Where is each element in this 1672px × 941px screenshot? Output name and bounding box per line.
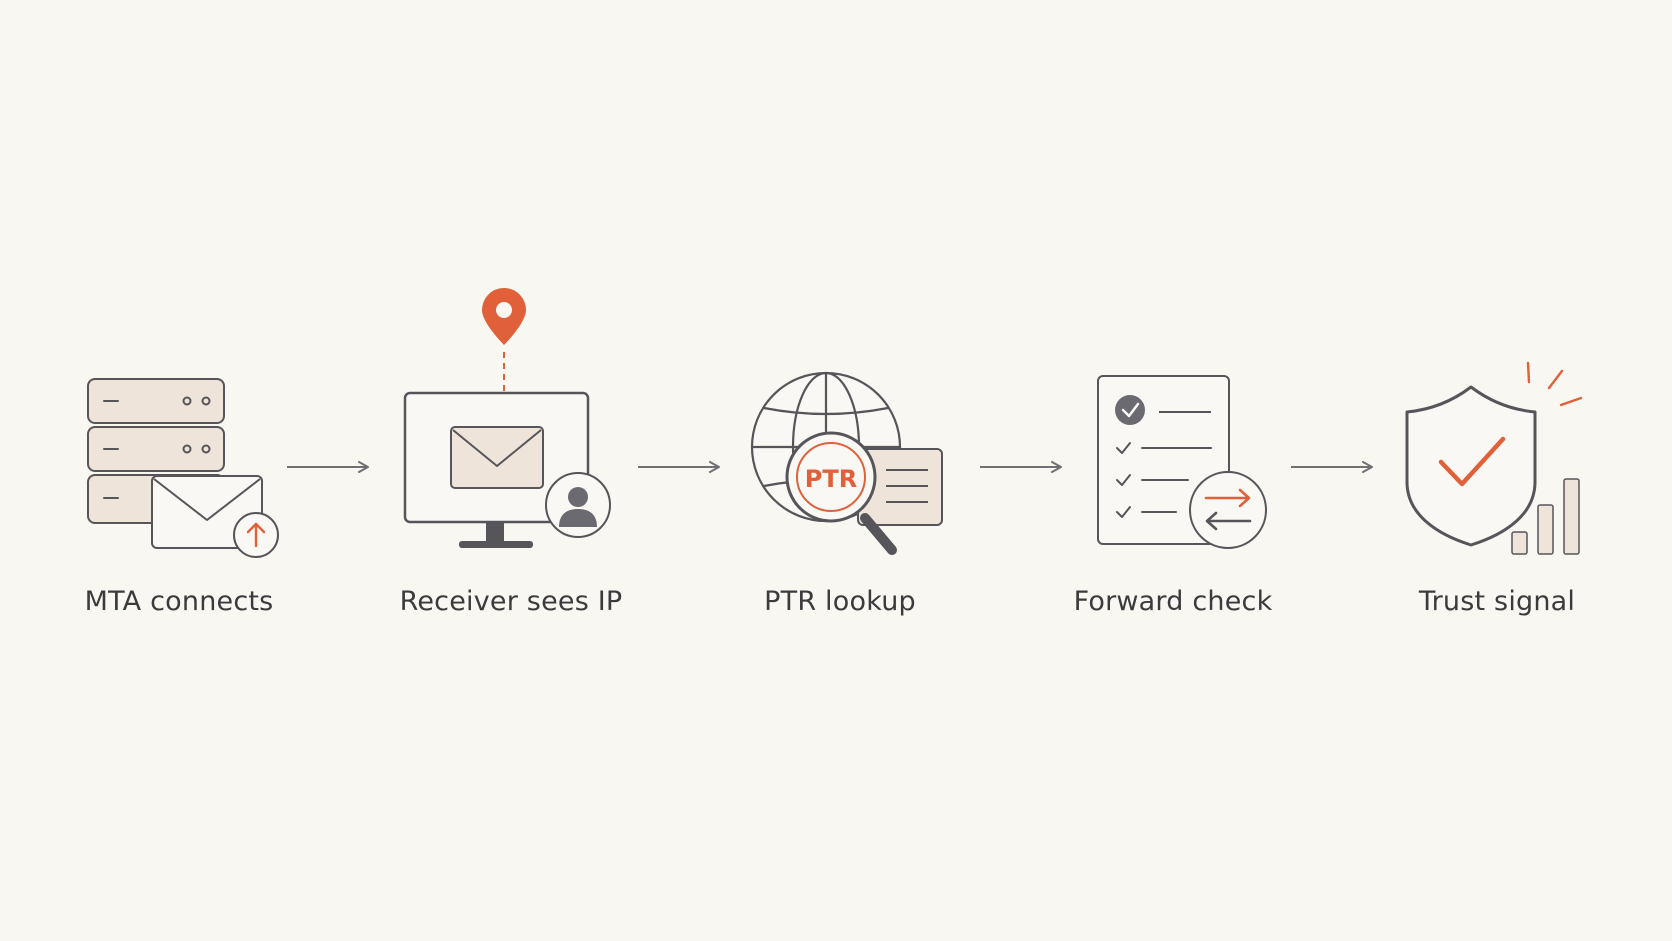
- globe-magnifier-icon: PTR: [750, 371, 943, 555]
- checklist-swap-icon: [1097, 375, 1267, 549]
- shield-icon: [1405, 385, 1537, 547]
- ptr-badge: PTR: [805, 465, 857, 493]
- step-label-forward-check: Forward check: [1073, 586, 1273, 617]
- server-mail-upload-icon: [87, 378, 279, 558]
- envelope-icon: [450, 426, 544, 489]
- user-avatar-icon: [545, 472, 611, 538]
- shield-check-icon: [1405, 361, 1583, 555]
- signal-sparks-icon: [1526, 361, 1583, 407]
- record-card-icon: [857, 448, 943, 526]
- magnifier-icon: PTR: [785, 431, 897, 555]
- monitor-location-user-icon: [403, 288, 611, 548]
- swap-arrows-icon: [1189, 471, 1267, 549]
- upload-arrow-icon: [233, 512, 279, 558]
- step-label-ptr-lookup: PTR lookup: [764, 586, 916, 617]
- strength-bars-icon: [1511, 478, 1580, 555]
- step-label-trust-signal: Trust signal: [1418, 586, 1576, 617]
- location-pin-icon: [482, 288, 526, 392]
- step-label-mta-connects: MTA connects: [84, 586, 274, 617]
- step-label-receiver-sees-ip: Receiver sees IP: [399, 586, 623, 617]
